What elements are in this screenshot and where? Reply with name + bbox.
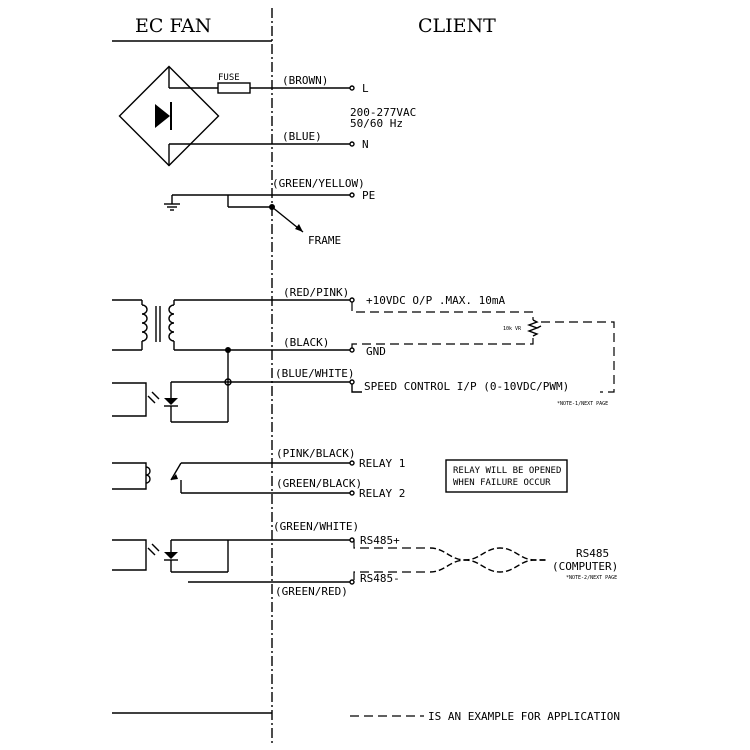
wire-label-pink-black: (PINK/BLACK): [276, 447, 355, 460]
dashed-vr-top: [351, 302, 534, 320]
rs485-title: RS485: [576, 547, 609, 560]
legend: IS AN EXAMPLE FOR APPLICATION: [112, 710, 620, 723]
rs485-computer-label: (COMPUTER): [552, 560, 618, 573]
voltage-label: 200-277VAC: [350, 106, 416, 119]
wire-crossover: [224, 378, 232, 386]
wire-label-blue: (BLUE): [282, 130, 322, 143]
note1-label: *NOTE-1/NEXT PAGE: [557, 401, 608, 407]
terminal-pe: [349, 192, 355, 198]
optocoupler-led-icon: [164, 398, 178, 405]
dashed-vr-wiper: [541, 321, 615, 393]
frequency-label: 50/60 Hz: [350, 117, 403, 130]
wire-label-green-red: (GREEN/RED): [275, 585, 348, 598]
wire-label-brown: (BROWN): [282, 74, 328, 87]
note2-label: *NOTE-2/NEXT PAGE: [566, 575, 617, 581]
wire-label-green-yellow: (GREEN/YELLOW): [272, 177, 365, 190]
rs485-minus-label: RS485-: [360, 572, 400, 585]
control-section: (RED/PINK) (BLACK) +10VDC O/P .MAX. 10mA…: [112, 286, 615, 423]
relay-note-line1: RELAY WILL BE OPENED: [453, 466, 561, 476]
terminal-relay1: [349, 460, 355, 466]
relay2-label: RELAY 2: [359, 487, 405, 500]
wire-label-black: (BLACK): [283, 336, 329, 349]
twisted-pair-b: [429, 559, 548, 573]
header: EC FAN CLIENT: [112, 8, 496, 745]
terminal-label-n: N: [362, 138, 369, 151]
dashed-vr-bottom: [351, 336, 534, 348]
terminal-label-pe: PE: [362, 189, 375, 202]
relay-note-line2: WHEN FAILURE OCCUR: [453, 478, 551, 488]
relay-coil-icon: [145, 466, 151, 484]
relay1-label: RELAY 1: [359, 457, 405, 470]
rs485-plus-label: RS485+: [360, 534, 400, 547]
wire-label-red-pink: (RED/PINK): [283, 286, 349, 299]
wire-label-blue-white: (BLUE/WHITE): [275, 367, 354, 380]
wire-label-green-black: (GREEN/BLACK): [276, 477, 362, 490]
legend-text: IS AN EXAMPLE FOR APPLICATION: [428, 710, 620, 723]
terminal-10v: [349, 297, 355, 303]
gnd-label: GND: [366, 345, 386, 358]
fuse-symbol: [217, 82, 251, 94]
terminal-label-l: L: [362, 82, 369, 95]
header-client: CLIENT: [418, 15, 496, 37]
transformer-secondary: [168, 304, 175, 342]
terminal-gnd: [349, 347, 355, 353]
output-10v-label: +10VDC O/P .MAX. 10mA: [366, 294, 505, 307]
speed-control-label: SPEED CONTROL I/P (0-10VDC/PWM): [364, 380, 569, 393]
fuse-label: FUSE: [218, 73, 240, 83]
rs485-opto-loop: [112, 539, 147, 571]
bridge-rectifier: [118, 65, 220, 167]
frame-label: FRAME: [308, 234, 341, 247]
power-section: FUSE (BROWN) L 200-277VAC 50/60 Hz (BLUE…: [118, 65, 416, 167]
twisted-pair-a: [429, 547, 548, 561]
variable-resistor: [527, 319, 539, 337]
terminal-speed: [349, 379, 355, 385]
relay-coil-loop: [112, 462, 147, 490]
earth-section: (GREEN/YELLOW) PE FRAME: [164, 177, 375, 247]
wire-label-green-white: (GREEN/WHITE): [273, 520, 359, 533]
relay-note-box: [445, 459, 568, 493]
rs485-led-icon: [164, 552, 178, 559]
header-ec-fan: EC FAN: [135, 15, 211, 37]
terminal-l: [349, 85, 355, 91]
vr-label: 10k VR: [503, 326, 522, 332]
terminal-rs485-minus: [349, 579, 355, 585]
optocoupler-input-loop: [112, 382, 147, 417]
rs485-section: (GREEN/WHITE) RS485+ RS485- (GREEN/RED) …: [112, 520, 618, 598]
terminal-n: [349, 141, 355, 147]
relay-section: (PINK/BLACK) RELAY 1 (GREEN/BLACK) RELAY…: [112, 447, 568, 500]
terminal-relay2: [349, 490, 355, 496]
diode-symbol: [155, 104, 170, 128]
transformer-primary: [141, 304, 148, 342]
relay-contact-arm: [170, 462, 182, 481]
